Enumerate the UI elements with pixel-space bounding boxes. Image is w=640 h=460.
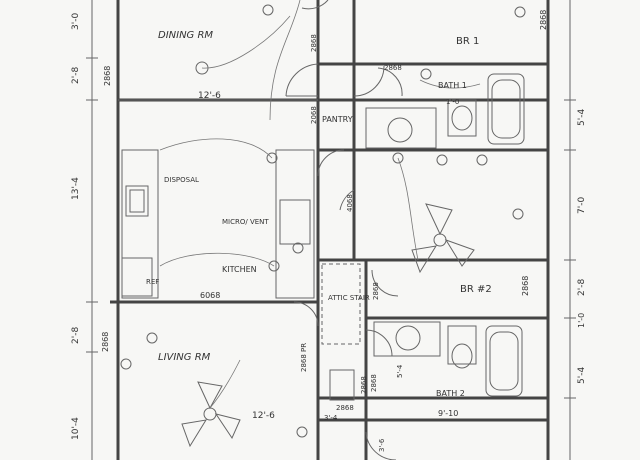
attic-stair [321, 263, 361, 401]
dim-right-2-8: 2'-8 [577, 279, 587, 296]
door-tag-bath2: 2868 [360, 376, 368, 394]
dim-5-4: 5'-4 [396, 364, 404, 378]
dim-right-5-4-top: 5'-4 [577, 109, 587, 126]
label-micro-vent-text: MICRO/ VENT [222, 218, 269, 226]
interior-walls [118, 0, 548, 460]
dim-12-6-top: 12'-6 [198, 91, 221, 101]
dimension-labels: 3'-0 2'-8 13'-4 2'-8 10'-4 12'-6 12'-6 5… [71, 13, 587, 452]
label-disposal: DISPOSAL [164, 176, 199, 184]
wiring [159, 0, 481, 409]
ceiling-fan-br2 [411, 203, 475, 274]
label-attic-stair: ATTIC STAIR [328, 294, 370, 302]
door-tag-dining-left: 2868 [103, 66, 112, 86]
label-micro-vent: MICRO/ VENT [222, 218, 269, 226]
door-tag-attic: 2868 [370, 374, 378, 392]
dim-right-5-4-bottom: 5'-4 [577, 367, 587, 384]
bath-2-fixtures [373, 321, 523, 397]
exterior-walls [110, 0, 550, 460]
door-tag-br1-right: 2868 [539, 10, 548, 30]
electrical-fixtures [120, 4, 526, 438]
kitchen-counters [121, 149, 315, 299]
dim-left-13-4: 13'-4 [71, 177, 81, 200]
door-tag-6068: 6068 [200, 291, 220, 300]
door-tag-4068: 4068 [346, 194, 354, 212]
dim-right-1-0: 1'-0 [577, 313, 586, 328]
door-tag-living-left: 2868 [101, 332, 110, 352]
dim-3-4: 3'-4 [324, 414, 338, 422]
room-labels: DINING RM BR 1 BATH 1 PANTRY DISPOSAL MI… [146, 30, 492, 398]
label-refrigerator: REF [146, 278, 159, 286]
door-tags: 2868 2868 2068 4068 6068 2868 2868 2868 … [101, 10, 548, 412]
door-tag-br2-right: 2868 [521, 276, 530, 296]
bath-1-fixtures [365, 73, 525, 149]
dim-left-10-4: 10'-4 [71, 417, 81, 440]
label-dining-room: DINING RM [158, 30, 213, 41]
dim-3-6: 3'-6 [378, 438, 386, 452]
dim-left-2-8-top: 2'-8 [71, 67, 81, 84]
door-tag-living: 2868 PR [300, 343, 308, 372]
label-pantry: PANTRY [322, 115, 353, 124]
dim-1-0-bath: 1'-0 [446, 98, 459, 106]
dim-right-7-0: 7'-0 [577, 197, 587, 214]
label-bath1: BATH 1 [438, 81, 467, 90]
dim-9-10: 9'-10 [438, 409, 458, 418]
door-tag-br2: 2868 [372, 282, 380, 300]
door-tag-bath1: 2868 [384, 64, 402, 72]
dim-12-6-bottom: 12'-6 [252, 411, 275, 421]
label-bath2: BATH 2 [436, 389, 465, 398]
dim-left-top: 3'-0 [71, 13, 81, 30]
dimension-lines [86, 0, 576, 460]
label-kitchen: KITCHEN [222, 265, 257, 274]
door-tag-dining: 2868 [310, 34, 318, 52]
dim-left-2-8-mid: 2'-8 [71, 327, 81, 344]
label-living-room: LIVING RM [158, 352, 211, 363]
door-tag-bottom: 2868 [336, 404, 354, 412]
ceiling-fan-living [181, 381, 241, 448]
label-br2: BR #2 [460, 284, 492, 295]
door-tag-2068: 2068 [310, 106, 318, 124]
label-br1: BR 1 [456, 36, 479, 47]
